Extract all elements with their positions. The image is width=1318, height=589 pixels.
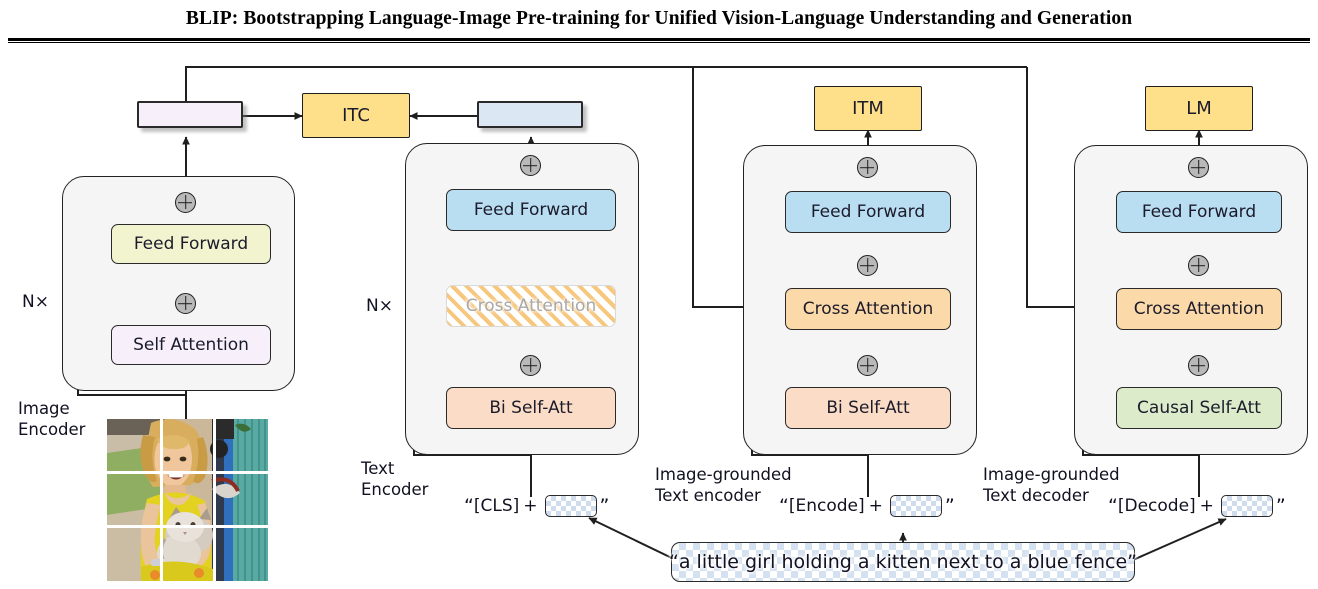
page-title: BLIP: Bootstrapping Language-Image Pre-t… (185, 8, 1133, 29)
ig-text-decoder-cross-attention-label: Cross Attention (1133, 299, 1265, 319)
ig-text-decoder-causal-self-att[interactable]: Causal Self-Att (1116, 387, 1282, 429)
image-encoder-caption: Image Encoder (18, 399, 86, 440)
text-feature-bar (477, 101, 583, 128)
loss-head-itm[interactable]: ITM (814, 86, 922, 131)
residual-add-text-encoder-top (520, 155, 541, 176)
residual-add-image-encoder-top (175, 192, 196, 213)
ig-text-encoder-cross-attention-label: Cross Attention (802, 299, 934, 319)
title-divider-thin (8, 42, 1310, 43)
loss-head-lm-label: LM (1186, 98, 1212, 119)
ig-text-decoder-feed-forward[interactable]: Feed Forward (1116, 191, 1282, 233)
masked-token-box (544, 495, 597, 517)
quote-open: “ (1108, 494, 1118, 517)
text-encoder-cross-attention-disabled[interactable]: Cross Attention (446, 285, 616, 327)
quote-close: ” (1275, 494, 1286, 517)
title-divider (8, 38, 1310, 41)
quote-open: “ (464, 494, 474, 517)
image-feature-bar (137, 101, 243, 128)
input-caption-bubble: “a little girl holding a kitten next to … (669, 542, 1137, 582)
text-encoder-input-token: “ [CLS] + ” (464, 495, 609, 517)
quote-close: ” (599, 494, 610, 517)
image-grounded-text-decoder-caption: Image-grounded Text decoder (983, 465, 1120, 506)
image-grounded-text-encoder-caption: Image-grounded Text encoder (655, 465, 792, 506)
residual-add-ig-decoder-bottom (1188, 355, 1209, 376)
residual-add-ig-encoder-top (857, 157, 878, 178)
image-encoder-feed-forward-label: Feed Forward (133, 234, 249, 254)
paper-title-bar: BLIP: Bootstrapping Language-Image Pre-t… (0, 0, 1318, 44)
ig-text-encoder-cross-attention[interactable]: Cross Attention (785, 288, 951, 330)
ig-text-encoder-bi-self-att[interactable]: Bi Self-Att (785, 387, 951, 429)
ig-text-decoder-cross-attention[interactable]: Cross Attention (1116, 288, 1282, 330)
loss-head-itm-label: ITM (852, 98, 884, 119)
patch-grid-overlay (107, 419, 268, 581)
input-caption-text: “a little girl holding a kitten next to … (669, 551, 1137, 573)
token-plus: + (523, 496, 538, 516)
residual-add-image-encoder-mid (175, 293, 196, 314)
loss-head-itc-label: ITC (342, 105, 370, 126)
image-encoder-self-attention[interactable]: Self Attention (111, 325, 271, 365)
ig-text-decoder-feed-forward-label: Feed Forward (1141, 202, 1257, 222)
ig-text-encoder-input-token: “ [Encode] + ” (779, 495, 955, 517)
quote-open: “ (779, 494, 789, 517)
residual-add-ig-encoder-bottom (857, 355, 878, 376)
residual-add-ig-decoder-mid (1188, 255, 1209, 276)
ig-text-encoder-feed-forward-label: Feed Forward (810, 202, 926, 222)
text-encoder-bi-self-att[interactable]: Bi Self-Att (446, 387, 616, 429)
ig-text-decoder-causal-self-att-label: Causal Self-Att (1137, 398, 1261, 418)
ig-text-encoder-feed-forward[interactable]: Feed Forward (785, 191, 951, 233)
image-encoder-self-attention-label: Self Attention (133, 335, 249, 355)
ig-text-decoder-input-token: “ [Decode] + ” (1108, 495, 1286, 517)
ig-text-encoder-bi-self-att-label: Bi Self-Att (826, 398, 910, 418)
ig-text-decoder-input-prefix: [Decode] (1117, 496, 1196, 516)
image-encoder-feed-forward[interactable]: Feed Forward (111, 224, 271, 264)
text-encoder-feed-forward[interactable]: Feed Forward (446, 189, 616, 231)
input-image-patches (107, 419, 268, 581)
text-encoder-input-prefix: [CLS] (473, 496, 520, 516)
token-plus: + (1199, 496, 1214, 516)
masked-token-box (1220, 495, 1273, 517)
residual-add-ig-decoder-top (1188, 157, 1209, 178)
loss-head-itc[interactable]: ITC (302, 93, 410, 138)
text-encoder-bi-self-att-label: Bi Self-Att (489, 398, 573, 418)
residual-add-text-encoder-bottom (520, 355, 541, 376)
text-encoder-feed-forward-label: Feed Forward (473, 200, 589, 220)
residual-add-ig-encoder-mid (857, 255, 878, 276)
quote-close: ” (944, 494, 955, 517)
ig-text-encoder-input-prefix: [Encode] (788, 496, 865, 516)
loss-head-lm[interactable]: LM (1145, 86, 1253, 131)
image-encoder-repeat-label: N× (22, 292, 49, 312)
text-encoder-caption: Text Encoder (361, 459, 429, 500)
token-plus: + (868, 496, 883, 516)
text-encoder-cross-attention-label: Cross Attention (465, 296, 597, 316)
text-encoder-repeat-label: N× (366, 296, 393, 316)
masked-token-box (889, 495, 942, 517)
